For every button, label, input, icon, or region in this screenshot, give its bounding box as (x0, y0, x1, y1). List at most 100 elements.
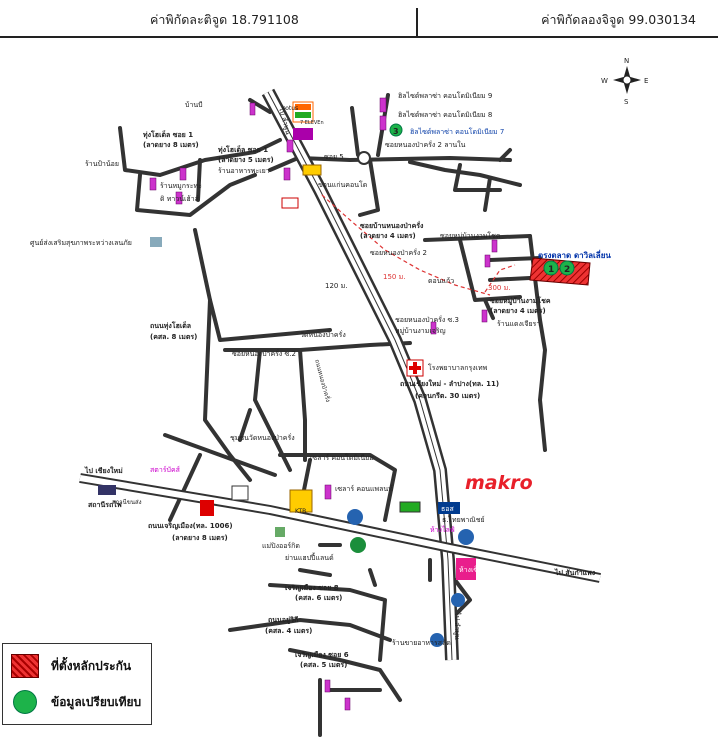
plant-shop-icon (275, 527, 285, 537)
route-dashed-line (321, 194, 491, 296)
krungthai-label: KTB (295, 508, 306, 515)
drugstore-icon (456, 558, 476, 580)
latitude-text: ค่าพิกัดละติจูด 18.791108 (150, 12, 299, 27)
dist-label-1: 150 ม. (383, 273, 405, 281)
sakura-label: สตาร์บัคส์ (150, 466, 181, 474)
building-markers (149, 97, 498, 711)
coordinate-header: ค่าพิกัดละติจูด 18.791108 ค่าพิกัดลองจิจ… (0, 0, 718, 38)
condo-b-label: เซลาร์ คอนโดมิเนียม (310, 453, 374, 462)
road-mu-ban-ngam-choke-2: ซอยหมู่บ้านงามโชค (490, 296, 551, 306)
gas-station-icon-3 (451, 593, 465, 607)
kbank-icon (350, 537, 366, 553)
road-thung-hotel-1-top-sub: (ลาดยาง 8 เมตร) (143, 141, 199, 149)
ng-shop-label: หมู่บ้านงามเจริญ (395, 327, 446, 335)
villa-condo-7-label: ฮิลไซด์พลาซ่า คอนโดมิเนียม 7 (410, 127, 504, 136)
road-charoen-mueang: ถนนเจริญเมือง(ทล. 1006) (148, 522, 233, 530)
bank-icon (281, 197, 299, 209)
soi-ngam-label: ดอนแก้ว (428, 277, 454, 285)
makro-logo: makro (465, 472, 533, 494)
baac-icon (438, 502, 460, 514)
road-network (118, 93, 547, 737)
krungsri-icon (289, 489, 313, 513)
legend-site-swatch (11, 654, 39, 678)
road-thung-hotel-1-mid-sub: (ลาดยาง 5 เมตร) (218, 156, 274, 164)
tesco-label: Lotus (282, 105, 298, 112)
road-to-sankamphaeng: ไป สันกำแพง (554, 568, 596, 577)
road-soi-nong-pa-khrang-2: ซอยหนองป่าครั่ง 2 (370, 248, 427, 257)
wat-label: วัดหนองป่าครั่ง (300, 330, 346, 339)
gas-station-icon-4 (430, 633, 444, 647)
gas-station-icon-2 (347, 509, 363, 525)
collateral-site: 1 2 ตรงตลาด ดาวิลเลี่ยน (529, 249, 611, 286)
road-bunrit-sub: (คสล. 4 เมตร) (265, 627, 312, 635)
hospital-label: โรงพยาบาลกรุงเทพ (428, 363, 488, 372)
road-soi-nong-pa-khrang-3: ชุมชนวัดหนองป่าครั่ง (230, 433, 295, 442)
ngam-village-label: ร้านแดงเจียรา (497, 320, 540, 328)
road-mu-ban: ชอยหนองป่าครั่ง ซ.3 (395, 315, 459, 324)
bus-icon (98, 485, 116, 495)
baac-label: ธอส (441, 505, 454, 513)
road-charoen-mueang-soi6: เจริญเมือง ซอย 6 (295, 651, 349, 659)
legend-row-compare: ข้อมูลเปรียบเทียบ (11, 690, 141, 714)
road-chiangmai-lampang-sub: (คอนกรีต. 30 เมตร) (415, 392, 480, 400)
legend-compare-label: ข้อมูลเปรียบเทียบ (51, 694, 142, 709)
kuj-shop-label: ร้านขายอาหารสลัด (392, 639, 451, 647)
condo-a-label: ขอนแก่นคอนโด (318, 180, 367, 189)
shop-icon (293, 128, 313, 140)
road-nong-pa-khrang-side: ถนนหนองป่าครั่ง (313, 358, 332, 402)
mcdonald-icon (200, 500, 214, 516)
bus-stop-name: สถานีขนส่ง (112, 498, 142, 506)
compass-e: E (644, 77, 648, 85)
center-icon (150, 237, 162, 247)
road-thung-hotel-1-mid: ทุ่งโฮเต็ล ซอย 1 (218, 145, 268, 154)
house-shop-label: แม่ปิงออร์กิด (262, 542, 300, 550)
bar-shop-label: บ้านบี (185, 101, 203, 109)
hyper-label: ห้างเซ็นทรัล (459, 565, 496, 574)
villa-condo-9-label: ฮิลไซด์พลาซ่า คอนโดมิเนียม 9 (398, 91, 492, 100)
compare-marker-3-label: 3 (393, 127, 399, 136)
road-ban-nong-pa-khrang: ซอยบ้านหนองป่าครั่ง (360, 220, 424, 230)
phrai-label: ห้างไลฟ์ (430, 525, 455, 534)
compass-n: N (624, 57, 629, 65)
property-label: ตรงตลาด ดาวิลเลี่ยน (538, 249, 611, 260)
villa-condo-8-label: ฮิลไซด์พลาซ่า คอนโดมิเนียม 8 (398, 110, 492, 119)
pork-shop-label: ร้านหมูกระทะ (160, 182, 202, 190)
bangkok-bank-label: ธ.ไทยพาณิชย์ (442, 515, 485, 524)
road-soi-small: ซอยหนองป่าครั่ง ซ.2 (232, 349, 296, 358)
compare-marker-1-label: 1 (548, 265, 554, 275)
compass-s: S (624, 98, 629, 106)
road-charoen-mueang-soi8: เจริญเมือง ซอย 8 (285, 584, 339, 592)
legend-compare-swatch (13, 690, 37, 714)
pakmong-label: ร้านอาหารพะเยา (218, 167, 270, 175)
road-charoen-mueang-soi6-sub: (คสล. 5 เมตร) (300, 661, 347, 669)
roundabout-icon (357, 151, 371, 165)
compass-w: W (601, 77, 608, 85)
road-mu-ban-ngam-choke: ซอยหมู่บ้านงามโชค (440, 231, 501, 240)
road-charoen-mueang-soi8-sub: (คสล. 6 เมตร) (295, 594, 342, 602)
dist-label-3: 120 ม. (325, 282, 347, 290)
compare-marker-3 (389, 123, 403, 137)
market-icon (399, 501, 421, 513)
town-label: ย่านแฮปปี้แลนด์ (285, 551, 334, 562)
compare-marker-2-label: 2 (564, 265, 570, 275)
road-soi-thin: ซอยหนองป่าครั่ง 2 ลานใน (385, 140, 466, 149)
road-bunrit: ถนนอยู่วิถี (268, 616, 298, 625)
condo-c-label: เซลาร์ คอนแพลนท์ (335, 485, 393, 493)
road-to-lamphun-south: ไป ลำพูน (453, 611, 462, 640)
road-ban-nong-pa-khrang-sub: (ลาดยาง 4 เมตร) (360, 232, 416, 240)
road-thung-hotel: ถนนทุ่งโฮเต็ล (150, 321, 191, 330)
route-dashed-line-2 (484, 264, 516, 293)
dusit-park-label: ดิ ทาวน์เฮ้าส์ (160, 195, 200, 203)
road-mu-ban-ngam-choke-2-sub: (ลาดยาง 4 เมตร) (490, 307, 546, 315)
road-thung-hotel-sub: (คสล. 8 เมตร) (150, 333, 197, 341)
legend-site-label: ที่ตั้งหลักประกัน (51, 658, 132, 673)
road-charoen-mueang-sub: (ลาดยาง 8 เมตร) (172, 534, 228, 542)
longitude-text: ค่าพิกัดลองจิจูด 99.030134 (541, 12, 696, 27)
charoen-mueang-road (79, 473, 601, 583)
youth-center-label: ศูนย์ส่งเสริมสุขภาพระหว่างเลนภัย (30, 239, 132, 247)
mazda-icon (231, 485, 249, 501)
map-legend: ที่ตั้งหลักประกัน ข้อมูลเปรียบเทียบ (2, 643, 152, 725)
road-chiangmai-lampang: ถนนเชียงใหม่ - ลำปาง(ทล. 11) (400, 379, 499, 388)
store-icon (302, 164, 322, 176)
